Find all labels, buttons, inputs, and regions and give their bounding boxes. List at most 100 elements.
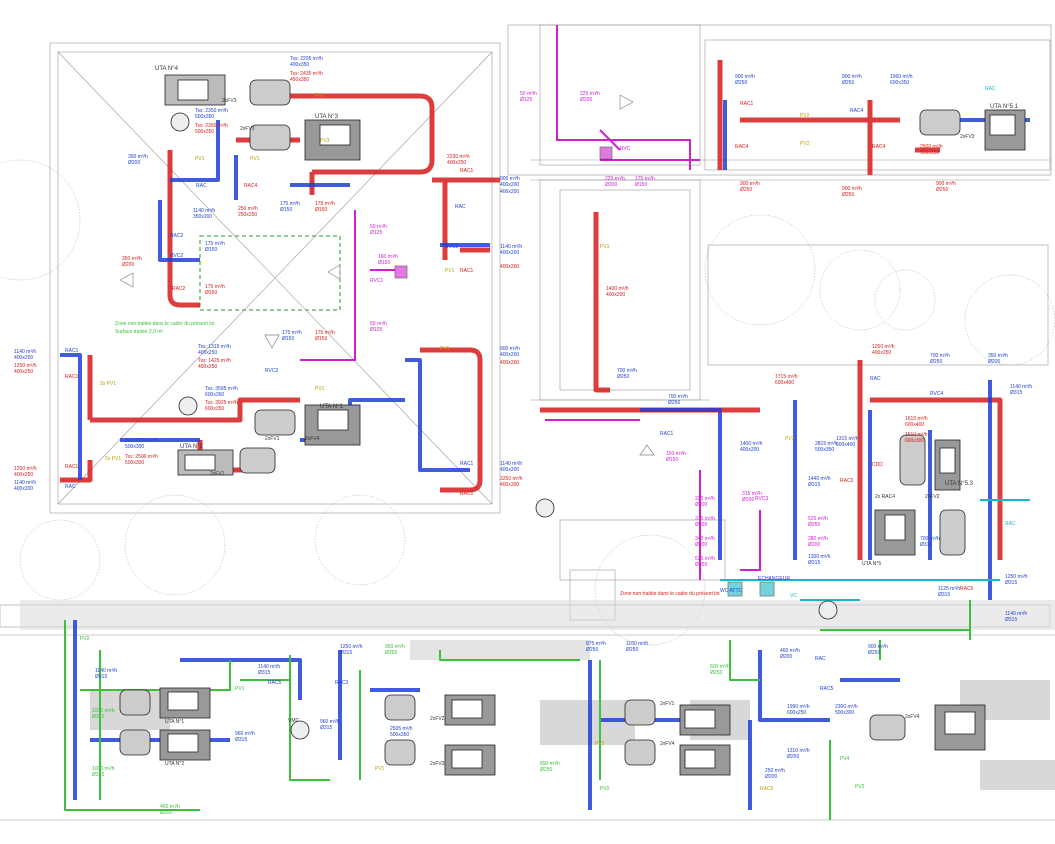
flow: Ø200 (695, 502, 707, 508)
flow: Ø150 (205, 247, 217, 253)
flow-label: 1615 m³/h (905, 416, 928, 422)
tag: RVC3 (755, 496, 768, 502)
flow: Ø315 (235, 737, 247, 743)
tag: RVC2 (265, 368, 278, 374)
flow: 225 m³/h (605, 176, 625, 182)
flow: 400x250 (872, 350, 891, 356)
flow: 1140 m³/h (258, 664, 280, 670)
tag: VMC (288, 718, 300, 724)
flow: 700 m³/h (617, 368, 637, 374)
flow: Ø250 (936, 187, 948, 193)
flow: Ø200 (128, 160, 140, 166)
flow: 1990 m³/h (787, 704, 810, 710)
flow: 960 m³/h (235, 731, 255, 737)
tag: RAC4 (244, 183, 258, 189)
flow-label: Tss: 2350 m³/h (195, 123, 228, 129)
flow: 525 m³/h (695, 556, 715, 562)
flow: Ø250 (540, 767, 552, 773)
flow: 1140 m³/h (500, 461, 522, 467)
flow: 1250 m³/h (14, 466, 37, 472)
flow: 160 m³/h (378, 254, 398, 260)
tag: RVC1 (445, 244, 458, 250)
section-markers (119, 94, 655, 456)
flow-label: 500x350 (920, 150, 939, 156)
flow: Ø250 (668, 400, 680, 406)
tag: PV1 (250, 156, 260, 162)
tag: PV1 (600, 244, 610, 250)
flow: 400x200 (500, 467, 519, 473)
tag: PV3 (595, 741, 605, 747)
flow: 350 m³/h (122, 256, 142, 262)
annotations: UTA N°4 Tss: 2295 m³/h 400x350 Tss: 2435… (14, 56, 1032, 816)
flow: 175 m³/h (315, 201, 335, 207)
note: Surface traitée 2,0 m² (115, 329, 163, 335)
flow: Ø200 (605, 182, 617, 188)
note: Zone non traitée dans le cadre du présen… (620, 591, 720, 597)
tag: 2x PV1 (105, 456, 121, 462)
tag: PV2 (80, 636, 90, 642)
tag: 2x PV1 (100, 381, 116, 387)
flow: 900 m³/h (735, 74, 755, 80)
flow: 400x200 (500, 352, 519, 358)
flow: Ø250 (930, 359, 942, 365)
tag: 2xFV3 (240, 126, 255, 132)
tag: RAC1 (740, 101, 754, 107)
flow: 850 m³/h (540, 761, 560, 767)
flow: 500x300 (835, 710, 854, 716)
flow: Ø200 (988, 359, 1000, 365)
flow: 1140 m³/h (14, 480, 36, 486)
tag: WC ATTC (720, 588, 743, 594)
tag: VC (790, 593, 797, 599)
tag: 2xFV3 (222, 98, 237, 104)
flow-label: Tss: 3595 m³/h (205, 386, 238, 392)
flow: 400x300 (500, 482, 519, 488)
flow: Ø150 (378, 260, 390, 266)
flow: Ø150 (315, 336, 327, 342)
flow-label: 600x350 (205, 406, 224, 412)
tag: PV4 (840, 756, 850, 762)
flow: Ø315 (1005, 617, 1017, 623)
tag: PV1 (315, 386, 325, 392)
flow-label: 600x400 (836, 442, 855, 448)
flow: 1250 m³/h (14, 363, 37, 369)
flow: 400x250 (14, 369, 33, 375)
flow: 375 m³/h (695, 516, 715, 522)
flow: 875 m³/h (586, 641, 606, 647)
tag: 2xFV1 (265, 436, 280, 442)
flow: 460 m³/h (160, 804, 180, 810)
flow: 400x250 (14, 472, 33, 478)
flow: Ø200 (695, 542, 707, 548)
flow: Ø200 (122, 262, 134, 268)
fresh-air-ductwork (64, 600, 971, 820)
flow: 1140 m³/h (193, 208, 215, 214)
flow: 225 m³/h (580, 91, 600, 97)
flow-label: 450x350 (290, 77, 309, 83)
tag: 2xFV3 (960, 134, 975, 140)
tag: UTA N°2 (165, 761, 184, 767)
tag: PV1 (375, 766, 385, 772)
flow: 900 m³/h (842, 186, 862, 192)
flow: Ø150 (315, 207, 327, 213)
flow: 1140 m³/h (1005, 611, 1027, 617)
flow: Ø315 (95, 674, 107, 680)
flow: 400x200 (500, 182, 519, 188)
flow: 400x250 (198, 350, 217, 356)
tag: ECHANGEUR (758, 576, 790, 582)
flow: Ø150 (635, 182, 647, 188)
tag: RAC2 (170, 233, 184, 239)
flow: Ø315 (258, 670, 270, 676)
flow: 1310 m³/h (787, 748, 810, 754)
tag: 2xFV4 (660, 741, 675, 747)
tag: RAC4 (735, 144, 749, 150)
flow: 400x200 (500, 264, 519, 270)
tag: RAC (455, 204, 466, 210)
flow: 175 m³/h (205, 284, 225, 290)
flow: 900 m³/h (740, 181, 760, 187)
tag: RAC1 (65, 374, 79, 380)
flow-label: Tss: 2350 m³/h (195, 108, 228, 114)
flow: Ø315 (92, 772, 104, 778)
flow: 50 m³/h (370, 224, 387, 230)
flow: 175 m³/h (282, 330, 302, 336)
tag: RAC4 (872, 144, 886, 150)
